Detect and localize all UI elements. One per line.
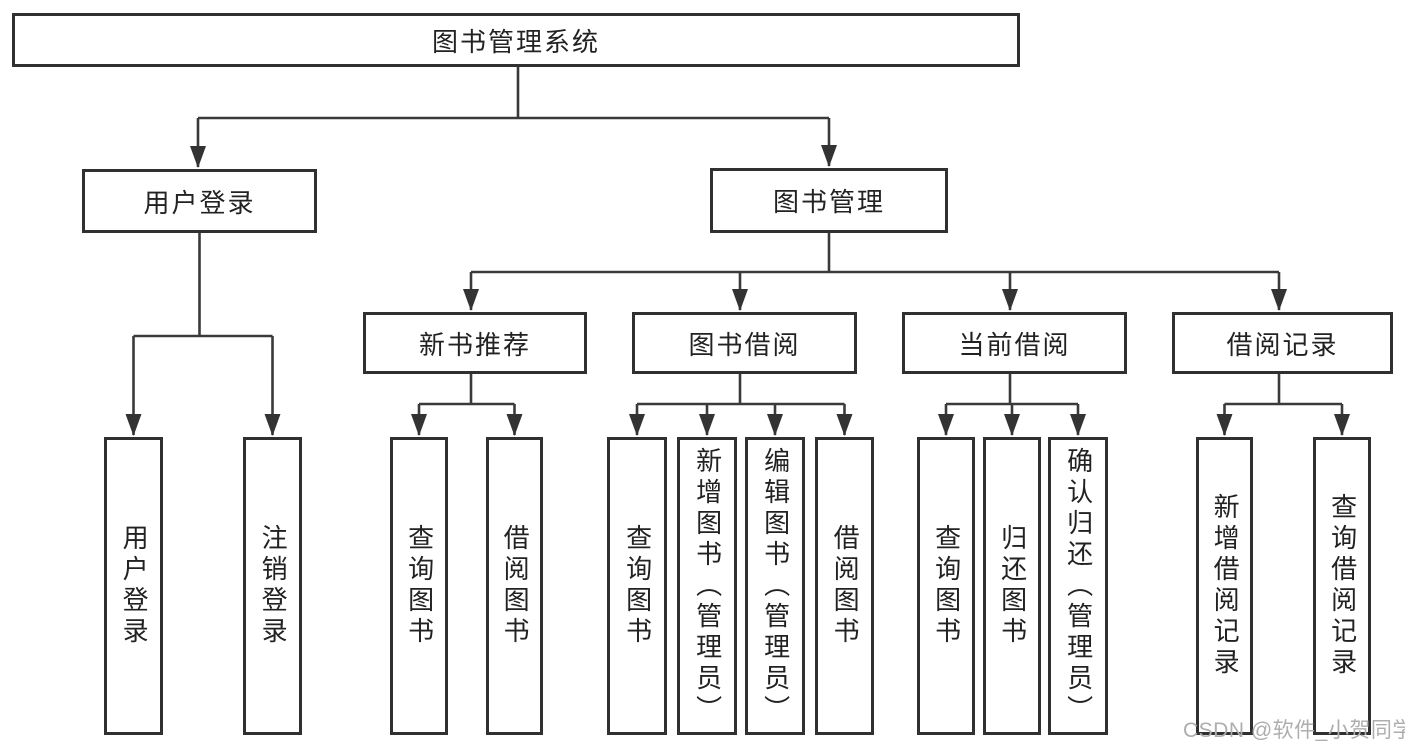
node-label: 查询借阅记录: [1327, 493, 1358, 679]
edge-root-to-level2: [190, 67, 837, 168]
node-label: 查询图书: [622, 524, 653, 648]
node-label: 查询图书: [931, 524, 962, 648]
node-label: 图书借阅: [688, 329, 801, 360]
node-label: 借阅图书: [500, 524, 531, 648]
node-leaf-return-books: 归还图书: [983, 437, 1041, 735]
node-leaf-borrow-books: 借阅图书: [815, 437, 874, 735]
node-label: 图书管理系统: [431, 26, 600, 57]
node-label: 借阅记录: [1226, 329, 1339, 360]
node-leaf-borrow-books-recommend: 借阅图书: [486, 437, 543, 735]
edge-new-book-recommend-children: [411, 374, 523, 436]
node-leaf-query-books-recommend: 查询图书: [390, 437, 448, 735]
node-leaf-add-books-admin: 新增图书（管理员）: [677, 437, 737, 735]
edge-book-management-branches: [463, 233, 1287, 311]
node-book-management: 图书管理: [710, 168, 948, 233]
node-label: 图书管理: [772, 187, 885, 217]
node-leaf-query-books-borrow: 查询图书: [607, 437, 667, 735]
node-user-login: 用户登录: [82, 169, 317, 233]
node-leaf-logout: 注销登录: [243, 437, 302, 735]
node-label: 用户登录: [143, 187, 256, 218]
node-label: 新增图书（管理员）: [692, 446, 723, 726]
node-library-management-system: 图书管理系统: [12, 13, 1020, 67]
node-leaf-add-borrow-record: 新增借阅记录: [1196, 437, 1253, 735]
edge-book-borrow-children: [629, 374, 853, 436]
node-label: 注销登录: [258, 524, 289, 648]
edge-line: [133, 233, 273, 338]
node-new-book-recommend: 新书推荐: [363, 312, 587, 374]
node-label: 新增借阅记录: [1210, 493, 1241, 679]
edge-line: [637, 374, 845, 406]
node-label: 当前借阅: [958, 329, 1071, 360]
edge-current-borrow-children: [938, 374, 1086, 436]
edge-borrow-records-children: [1216, 374, 1350, 436]
node-leaf-user-login: 用户登录: [104, 437, 163, 735]
edge-user-login-children: [125, 233, 281, 436]
node-label: 新书推荐: [418, 329, 531, 360]
node-label: 查询图书: [404, 524, 435, 648]
node-leaf-query-books-current: 查询图书: [917, 437, 975, 735]
node-label: 借阅图书: [830, 524, 861, 648]
node-label: 编辑图书（管理员）: [760, 446, 791, 726]
edge-line: [471, 233, 1279, 274]
node-label: 用户登录: [119, 524, 150, 648]
node-leaf-query-borrow-record: 查询借阅记录: [1313, 437, 1371, 735]
csdn-watermark: CSDN @软件_小贺同学: [1183, 719, 1405, 742]
edge-line: [198, 67, 829, 120]
node-leaf-confirm-return-admin: 确认归还（管理员）: [1048, 437, 1108, 735]
edge-line: [946, 374, 1078, 406]
node-label: 归还图书: [997, 524, 1028, 648]
node-book-borrow: 图书借阅: [632, 312, 857, 374]
edge-line: [419, 374, 515, 406]
node-leaf-edit-books-admin: 编辑图书（管理员）: [745, 437, 805, 735]
node-borrow-records: 借阅记录: [1172, 312, 1393, 374]
node-current-borrow: 当前借阅: [902, 312, 1127, 374]
edge-line: [1224, 374, 1342, 406]
node-label: 确认归还（管理员）: [1063, 446, 1094, 726]
